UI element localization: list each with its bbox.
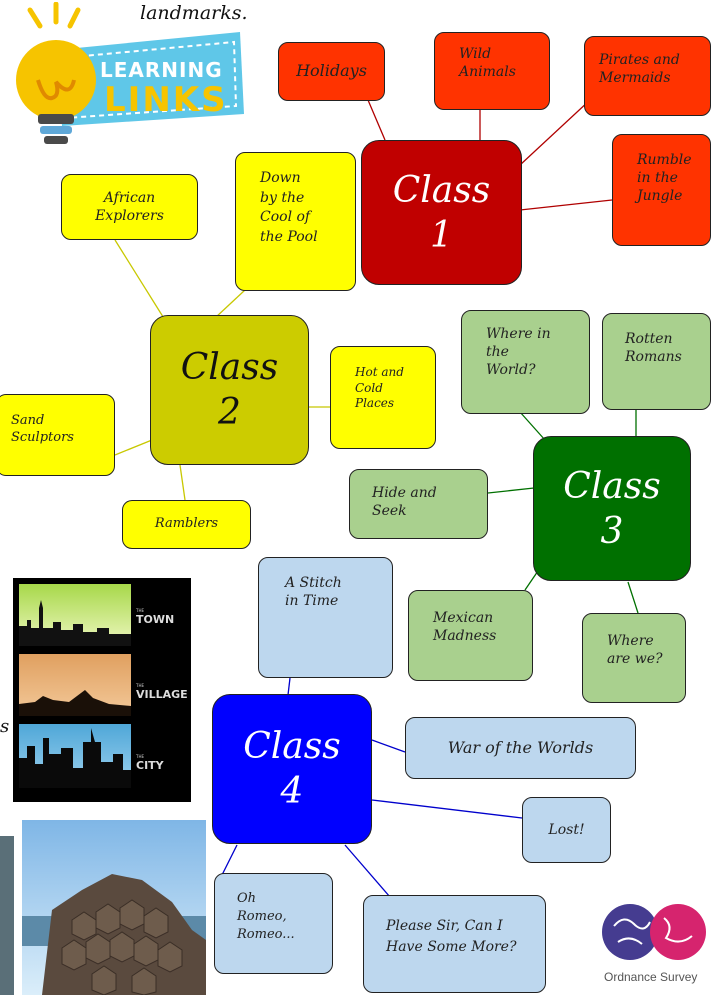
left-edge-fragment: s xyxy=(0,716,10,737)
topic-label: A Stitch in Time xyxy=(285,575,342,610)
topic-label: Oh Romeo, Romeo... xyxy=(237,891,295,943)
os-logo-label: Ordnance Survey xyxy=(604,970,698,984)
topic-down-by-the-cool-of-the-pool: Down by the Cool of the Pool xyxy=(235,152,356,291)
lightbulb-icon xyxy=(16,1,244,144)
poster-label-village: VILLAGE xyxy=(136,688,188,701)
topic-where-in-the-world: Where in the World? xyxy=(461,310,590,414)
poster-label-the-city: THE xyxy=(136,754,144,759)
hub-class-3: Class 3 xyxy=(533,436,691,581)
topic-label: War of the Worlds xyxy=(447,737,594,757)
topic-label: Rumble in the Jungle xyxy=(637,152,692,205)
topic-label: Ramblers xyxy=(154,516,219,532)
topic-where-are-we: Where are we? xyxy=(582,613,686,703)
topic-label: Holidays xyxy=(296,61,367,81)
topic-label: Mexican Madness xyxy=(433,610,497,645)
topic-african-explorers: African Explorers xyxy=(61,174,198,240)
topic-please-sir: Please Sir, Can I Have Some More? xyxy=(363,895,546,993)
topic-label: Please Sir, Can I Have Some More? xyxy=(386,918,517,955)
topic-label: Wild Animals xyxy=(459,46,516,81)
topic-hot-and-cold-places: Hot and Cold Places xyxy=(330,346,436,449)
ordnance-survey-logo: Ordnance Survey xyxy=(600,896,711,992)
intro-text-fragment: landmarks. xyxy=(140,2,248,24)
topic-label: Where are we? xyxy=(607,633,663,668)
topic-rumble-in-the-jungle: Rumble in the Jungle xyxy=(612,134,711,246)
learning-links-logo: LEARNING LINKS xyxy=(8,1,248,152)
topic-label: Hide and Seek xyxy=(372,485,437,520)
hub-class-1: Class 1 xyxy=(361,140,522,285)
topic-label: Pirates and Mermaids xyxy=(599,52,680,87)
topic-pirates-and-mermaids: Pirates and Mermaids xyxy=(584,36,711,116)
poster-label-town: TOWN xyxy=(136,613,175,626)
topic-hide-and-seek: Hide and Seek xyxy=(349,469,488,539)
topic-rotten-romans: Rotten Romans xyxy=(602,313,711,410)
topic-ramblers: Ramblers xyxy=(122,500,251,549)
coast-photo-edge xyxy=(0,836,14,995)
logo-line-links: LINKS xyxy=(104,80,228,120)
topic-label: Sand Sculptors xyxy=(11,413,74,445)
poster-label-city: CITY xyxy=(136,759,164,772)
hub-class-2: Class 2 xyxy=(150,315,309,465)
topic-sand-sculptors: Sand Sculptors xyxy=(0,394,115,476)
topic-war-of-the-worlds: War of the Worlds xyxy=(405,717,636,779)
topic-a-stitch-in-time: A Stitch in Time xyxy=(258,557,393,678)
topic-wild-animals: Wild Animals xyxy=(434,32,550,110)
topic-label: Lost! xyxy=(548,821,585,838)
topic-mexican-madness: Mexican Madness xyxy=(408,590,533,681)
topic-label: Where in the World? xyxy=(486,326,551,379)
hub-class-4: Class 4 xyxy=(212,694,372,844)
topic-label: Rotten Romans xyxy=(625,331,682,366)
causeway-photo xyxy=(22,820,206,995)
poster-label-the-village: THE xyxy=(136,683,144,688)
topic-label: Down by the Cool of the Pool xyxy=(260,170,318,245)
topic-oh-romeo-romeo: Oh Romeo, Romeo... xyxy=(214,873,333,974)
basalt-columns-illustration xyxy=(22,820,206,995)
os-logo-icon xyxy=(602,904,706,960)
topic-label: Hot and Cold Places xyxy=(355,365,404,411)
poster-label-the-town: THE xyxy=(136,608,144,613)
logo-line-learning: LEARNING xyxy=(100,58,223,82)
topic-holidays: Holidays xyxy=(278,42,385,101)
topic-label: African Explorers xyxy=(95,189,164,224)
skyline-illustration xyxy=(19,584,131,788)
topic-lost: Lost! xyxy=(522,797,611,863)
town-village-city-poster: THE TOWN THE VILLAGE THE CITY xyxy=(13,578,191,802)
